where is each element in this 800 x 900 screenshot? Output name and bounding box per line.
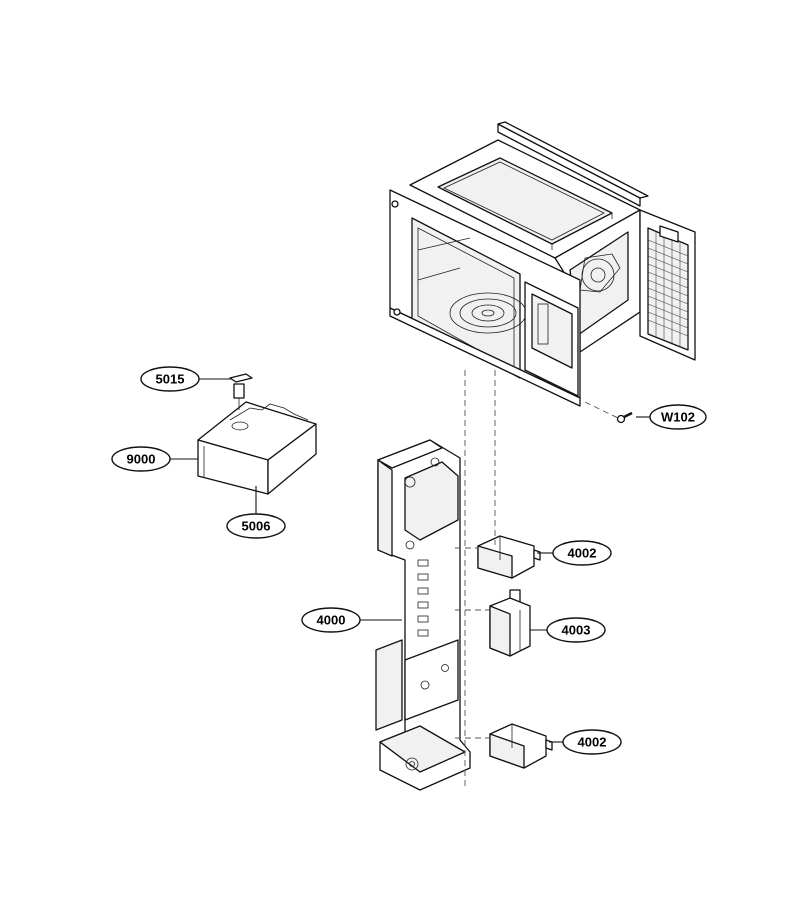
callout-5015-label: 5015: [156, 372, 185, 387]
callout-5006: 5006: [226, 513, 286, 539]
callout-4002-lower-label: 4002: [578, 735, 607, 750]
callout-4003-label: 4003: [562, 623, 591, 638]
callout-5006-label: 5006: [242, 519, 271, 534]
callout-w102-label: W102: [661, 410, 695, 425]
callout-9000-label: 9000: [127, 452, 156, 467]
callout-4002-lower: 4002: [562, 729, 622, 755]
oven-cavity-assembly: [389, 121, 696, 407]
assembly-guide-lines: [455, 370, 619, 790]
leader-lines: [170, 378, 650, 743]
screw-w102: [616, 411, 633, 424]
callout-w102: W102: [649, 404, 707, 430]
switch-4003: [489, 589, 531, 657]
callout-9000: 9000: [111, 446, 171, 472]
callout-4002-upper-label: 4002: [568, 546, 597, 561]
callout-4002-upper: 4002: [552, 540, 612, 566]
lamp-cover-assembly: [197, 401, 317, 495]
latch-board-4000: [375, 439, 471, 791]
callout-5015: 5015: [140, 366, 200, 392]
switch-4002-lower: [489, 723, 553, 769]
callout-4003: 4003: [546, 617, 606, 643]
callout-4000-label: 4000: [317, 613, 346, 628]
lamp-5015: [229, 373, 253, 410]
switch-4002-upper: [477, 535, 541, 579]
callout-4000: 4000: [301, 607, 361, 633]
